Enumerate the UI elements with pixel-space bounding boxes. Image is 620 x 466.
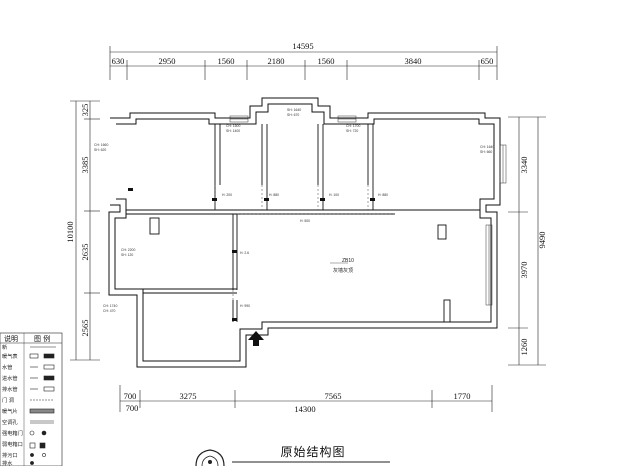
legend-symbols [29, 346, 56, 465]
room2-label-a: CH: 1500 [226, 124, 240, 128]
center-label-finish: 灰墙灰顶 [333, 267, 353, 274]
outer-walls [108, 97, 501, 368]
ceiling-annotation: ZB10 灰墙灰顶 [330, 258, 354, 274]
left-dimensions [70, 100, 100, 361]
right-dim-3: 1260 [519, 339, 529, 356]
bottom-total-dimension: 14300 [294, 404, 315, 414]
door-label-3: H: 100 [329, 193, 339, 197]
left-dim-1: 325 [80, 104, 90, 117]
bottom-dim-4: 1770 [454, 391, 471, 401]
legend-rows: 新 暖气表 水管 进水管 排水管 门 洞 暖气片 空调孔 强电箱门 弱电箱口 排… [2, 343, 23, 466]
entrance-arrow-icon [248, 331, 264, 346]
legend-row-5: 排水管 [2, 385, 18, 393]
right-segment-dimensions: 3340 3970 1260 [519, 157, 529, 356]
bottom-segment-dimensions: 700 3275 7565 1770 [124, 391, 471, 401]
room4-label-a: CH: 1700 [346, 124, 360, 128]
top-dim-5: 1560 [318, 56, 335, 66]
door-label-2: H: 880 [269, 193, 279, 197]
door-label-7: H: 990 [240, 304, 250, 308]
legend-row-8: 空调孔 [2, 418, 18, 426]
top-dimensions [109, 46, 498, 80]
top-dim-3: 1560 [218, 56, 235, 66]
top-dim-6: 3840 [405, 56, 422, 66]
door-labels: H: 200 H: 880 H: 100 H: 880 H: 500 H: 2.… [222, 193, 388, 308]
right-dim-2: 3970 [519, 262, 529, 279]
legend-table: 说明 图 例 新 暖气表 水管 进水管 排水管 门 洞 暖气片 空调孔 强电箱门… [0, 332, 63, 466]
door-openings [214, 185, 395, 300]
legend-row-11: 排污口 [2, 451, 18, 459]
windows [229, 115, 507, 306]
legend-row-2: 暖气表 [2, 352, 18, 360]
room4-label-b: SH: 720 [346, 129, 358, 133]
legend-header-left: 说明 [4, 334, 18, 343]
interior-walls [115, 124, 480, 323]
logo-seal-icon [195, 449, 225, 466]
door-label-4: H: 880 [378, 193, 388, 197]
right-dim-1: 3340 [519, 157, 529, 174]
bottom-dimensions [119, 385, 493, 412]
room7-label-b: CH: 470 [103, 309, 116, 313]
legend-row-1: 新 [2, 343, 7, 351]
room-labels: CH: 1660 SH: 620 CH: 1500 SH: 1400 SH: 1… [94, 108, 494, 313]
room5-label-a: CH: 1640 [480, 145, 494, 149]
legend-row-9: 强电箱门 [2, 429, 23, 437]
door-label-5: H: 500 [300, 219, 310, 223]
right-dimensions [508, 116, 546, 366]
bottom-dim-3: 7565 [325, 391, 342, 401]
drawing-title: 原始结构图 [280, 444, 345, 459]
left-dim-3: 2635 [80, 244, 90, 261]
room3-label-a: SH: 1640 [287, 108, 301, 112]
top-segment-dimensions: 630 2950 1560 2180 1560 3840 650 [112, 56, 494, 66]
room7-label-a: CH: 1740 [103, 304, 117, 308]
bottom-small-dims: 700 [126, 403, 139, 413]
room1-label-b: SH: 620 [94, 148, 106, 152]
left-segment-dimensions: 325 3385 2635 2565 [80, 104, 90, 337]
legend-header-right: 图 例 [34, 334, 50, 343]
room5-label-b: SH: 660 [480, 150, 492, 154]
legend-row-10: 弱电箱口 [2, 440, 23, 448]
door-label-6: H: 2.6 [240, 251, 249, 255]
legend-row-12: 排水 [2, 459, 13, 466]
legend-row-6: 门 洞 [2, 396, 14, 404]
left-total-dimension: 10100 [65, 221, 75, 242]
legend-row-4: 进水管 [2, 374, 18, 382]
door-label-1: H: 200 [222, 193, 232, 197]
room1-label-a: CH: 1660 [94, 143, 108, 147]
legend-row-7: 暖气片 [2, 407, 18, 415]
legend-row-3: 水管 [2, 363, 12, 371]
room2-label-b: SH: 1400 [226, 129, 240, 133]
top-total-dimension: 14595 [292, 41, 313, 51]
center-label-code: ZB10 [342, 258, 354, 264]
room6-label-a: CH: 2200 [121, 248, 135, 252]
room3-label-b: SH: 670 [287, 113, 299, 117]
left-dim-2: 3385 [80, 157, 90, 174]
top-dim-2: 2950 [159, 56, 176, 66]
top-dim-1: 630 [112, 56, 125, 66]
room6-label-b: SH: 120 [121, 253, 133, 257]
bottom-dim-700: 700 [126, 403, 139, 413]
left-dim-4: 2565 [80, 320, 90, 337]
bottom-dim-2: 3275 [180, 391, 197, 401]
top-dim-4: 2180 [268, 56, 285, 66]
right-total-dimension: 9490 [537, 232, 547, 249]
wall-markers [128, 188, 375, 321]
bottom-dim-1: 700 [124, 391, 137, 401]
top-dim-7: 650 [481, 56, 494, 66]
